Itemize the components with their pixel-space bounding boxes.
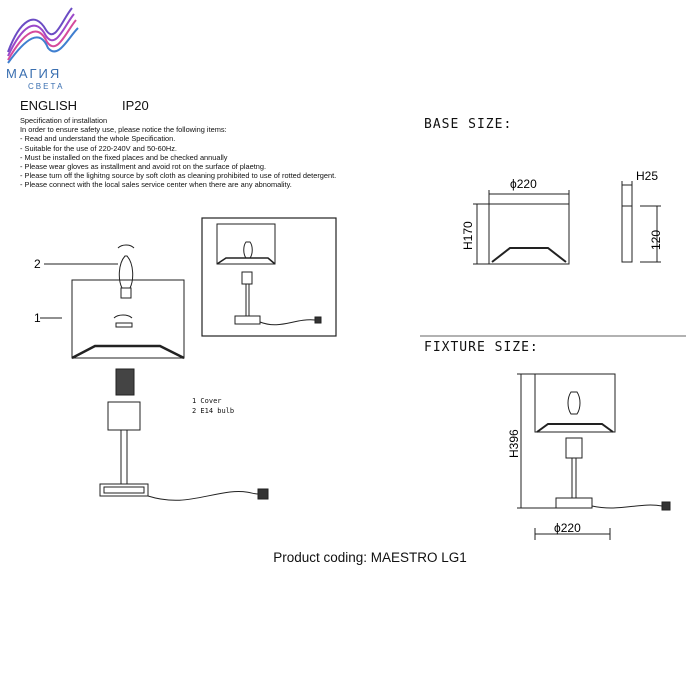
ip-rating: IP20 bbox=[122, 98, 149, 113]
parts-legend: 1 Cover 2 E14 bulb bbox=[192, 396, 234, 416]
body-drawing bbox=[107, 401, 141, 431]
callout-2-number: 2 bbox=[34, 257, 41, 271]
base-front-view bbox=[473, 190, 570, 265]
legend-item-cover: 1 Cover bbox=[192, 397, 222, 405]
fixture-height-label: H396 bbox=[507, 429, 521, 458]
bulb-base-drawing bbox=[120, 287, 132, 299]
language-label: ENGLISH bbox=[20, 98, 78, 113]
base-height-label: H170 bbox=[461, 221, 475, 250]
spec-line: Specification of installation bbox=[20, 116, 108, 125]
legend-item-bulb: 2 E14 bulb bbox=[192, 407, 235, 415]
base-side-view bbox=[621, 181, 661, 263]
spec-line: - Suitable for the use of 220-240V and 5… bbox=[20, 143, 177, 153]
exploded-lamp-view bbox=[40, 244, 269, 501]
spec-line: - Read and understand the whole Specific… bbox=[20, 134, 176, 144]
specification-text: Specification of installation In order t… bbox=[20, 116, 420, 190]
brand-subtitle: СВЕТА bbox=[28, 82, 65, 91]
fixture-width-label: ϕ220 bbox=[554, 521, 581, 535]
brand-logo-graphic bbox=[7, 7, 79, 64]
shade-drawing bbox=[71, 279, 185, 359]
fixture-view bbox=[517, 373, 671, 540]
cord-drawing bbox=[147, 490, 259, 501]
base-size-title: BASE SIZE: bbox=[424, 117, 513, 132]
assembled-preview bbox=[201, 217, 337, 337]
callout-1-number: 1 bbox=[34, 311, 41, 325]
base-width-label: ϕ220 bbox=[510, 177, 537, 191]
socket-drawing bbox=[115, 368, 135, 396]
spec-line: - Must be installed on the fixed places … bbox=[20, 152, 228, 162]
spec-line: - Please wear gloves as installment and … bbox=[20, 162, 267, 172]
bulb-drawing bbox=[118, 255, 134, 289]
base-depth-label: H25 bbox=[636, 169, 658, 183]
base-plate-drawing bbox=[99, 483, 149, 497]
base-side-height-label: 120 bbox=[649, 230, 663, 250]
spec-line: - Please turn off the lighitng source by… bbox=[20, 171, 337, 181]
product-coding: Product coding: MAESTRO LG1 bbox=[273, 550, 467, 565]
spec-line: In order to ensure safety use, please no… bbox=[20, 125, 227, 135]
spec-line: - Please connect with the local sales se… bbox=[20, 180, 292, 190]
fixture-size-title: FIXTURE SIZE: bbox=[424, 340, 539, 355]
brand-name: МАГИЯ bbox=[6, 66, 62, 81]
